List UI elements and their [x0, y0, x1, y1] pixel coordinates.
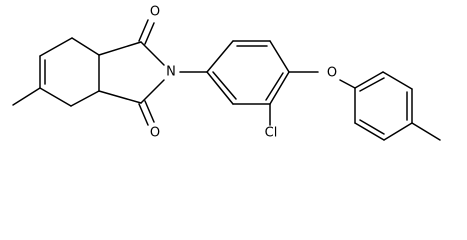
bond [269, 71, 290, 105]
tolyl-methyl-bond [411, 122, 441, 141]
bond [39, 37, 73, 57]
carbonyl-bottom-bond-2 [144, 100, 155, 123]
chemical-structure: O O N Cl O [12, 5, 441, 141]
bond [39, 87, 72, 107]
bond [206, 40, 234, 73]
oxygen-carbonyl-top-label: O [150, 5, 160, 20]
carbonyl-bottom-bond-1 [138, 103, 149, 126]
chlorine-label: Cl [265, 126, 278, 141]
chlorophenyl-ring [206, 40, 290, 105]
bond [98, 90, 142, 104]
molecule-canvas: O O N Cl O [12, 5, 441, 141]
imide-ring [98, 41, 165, 104]
nitrogen-label: N [166, 65, 176, 80]
bond [140, 79, 165, 104]
double-bond-inner [265, 72, 284, 101]
o-c-ether-bond [339, 79, 356, 89]
bond [206, 71, 234, 105]
cyclohexene-ring [39, 37, 100, 107]
carbonyl-top-bond-1 [138, 19, 149, 42]
bond [70, 90, 100, 107]
bond [383, 122, 413, 141]
tolyl-ring [354, 71, 413, 141]
double-bond-inner [212, 71, 237, 100]
bond [354, 71, 384, 89]
bond [382, 71, 413, 90]
double-bond-inner [359, 119, 385, 135]
oxygen-ether-label: O [327, 66, 337, 81]
methyl-bond [12, 87, 41, 106]
bond [140, 41, 165, 66]
bond [98, 41, 142, 56]
double-bond-inner [359, 77, 385, 92]
bond [269, 40, 290, 73]
carbonyl-top-bond-2 [144, 22, 155, 45]
bond [71, 37, 100, 56]
bond [354, 122, 385, 141]
oxygen-carbonyl-bottom-label: O [150, 126, 160, 141]
